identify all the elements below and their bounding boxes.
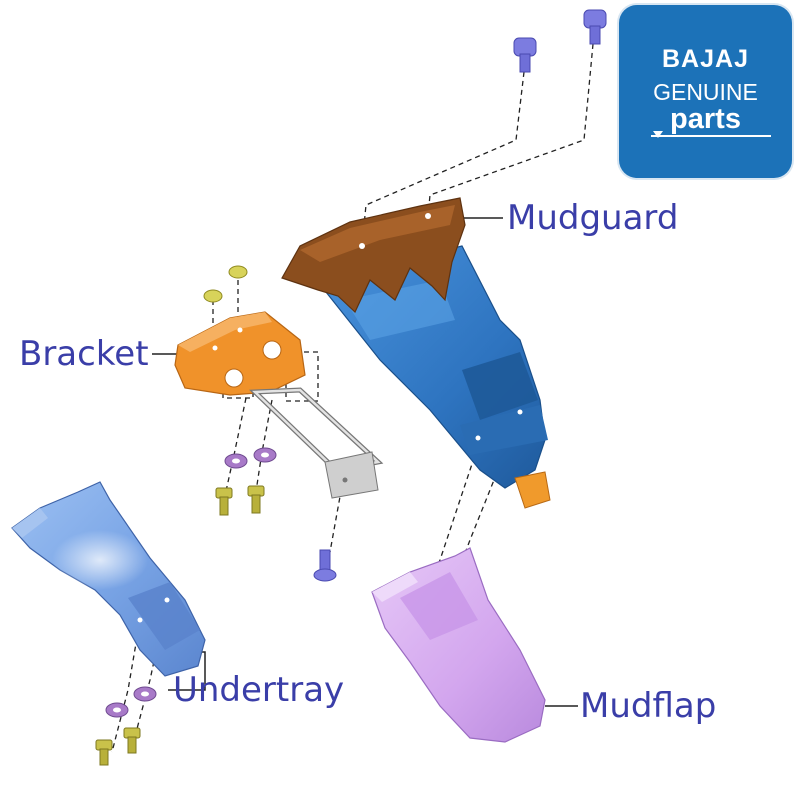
bracket-washer-yellow-1 <box>203 289 223 303</box>
undertray-leader-line <box>168 651 206 691</box>
bracket-bolt-2 <box>247 485 265 514</box>
mudflap-label: Mudflap <box>580 686 717 726</box>
mudguard-bolt-1 <box>513 37 537 73</box>
bracket-bolt-line-1 <box>223 397 247 501</box>
logo-arrow-icon <box>653 131 663 138</box>
logo-genuine-text: GENUINE <box>653 79 758 105</box>
mudguard-bolt-line-2 <box>427 43 594 217</box>
bracket-label: Bracket <box>19 334 149 374</box>
undertray-label: Undertray <box>173 670 345 710</box>
undertray-bolt-1 <box>95 739 113 766</box>
bajaj-genuine-parts-logo: BAJAJ GENUINE parts <box>619 5 792 178</box>
mudflap-part <box>371 547 546 743</box>
bracket-bottom-bolt <box>313 549 337 582</box>
mudguard-body <box>316 245 551 509</box>
bracket-part <box>174 311 384 499</box>
logo-parts-text: parts <box>670 103 741 135</box>
undertray-bolt-2 <box>123 727 141 754</box>
bracket-washer-yellow-2 <box>228 265 248 279</box>
bracket-bolt-line-2 <box>254 399 273 499</box>
logo-underline <box>651 135 771 137</box>
mudguard-cover <box>281 197 466 314</box>
bracket-bolt-1 <box>215 487 233 516</box>
mudguard-label: Mudguard <box>507 198 679 238</box>
logo-brand-text: BAJAJ <box>662 45 749 73</box>
mudguard-bolt-2 <box>583 9 607 45</box>
undertray-part <box>11 481 206 677</box>
